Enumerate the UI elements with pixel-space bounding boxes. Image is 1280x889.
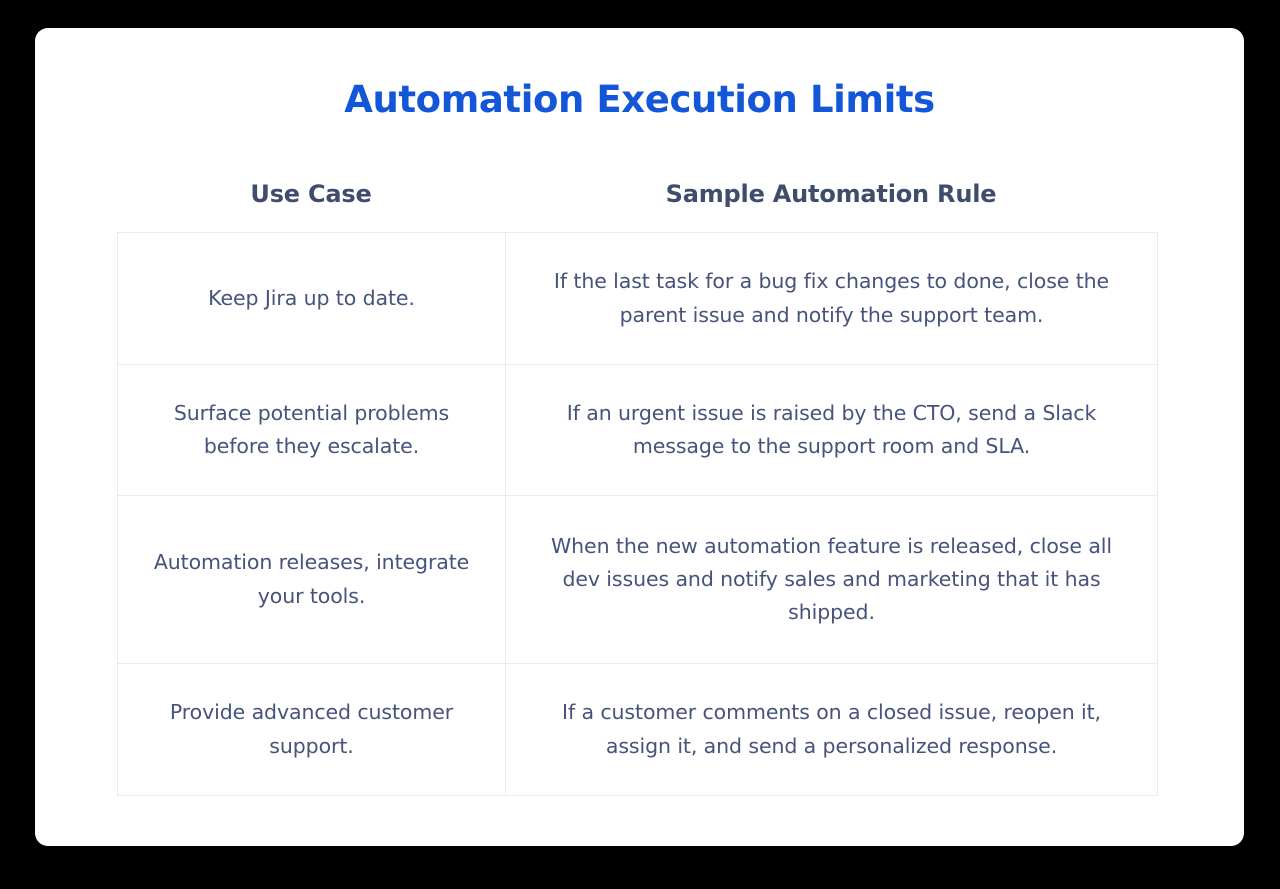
column-header-sample-automation-rule: Sample Automation Rule — [665, 180, 997, 208]
cell-sample-automation-rule: If a customer comments on a closed issue… — [505, 663, 1158, 796]
column-header-use-case: Use Case — [250, 180, 372, 208]
table-row: Automation releases, integrate your tool… — [117, 495, 1158, 664]
cell-sample-automation-rule: If the last task for a bug fix changes t… — [505, 232, 1158, 365]
table-row: Keep Jira up to date. If the last task f… — [117, 232, 1158, 365]
table-row: Surface potential problems before they e… — [117, 364, 1158, 496]
table-body: Keep Jira up to date. If the last task f… — [117, 232, 1158, 796]
cell-use-case: Provide advanced customer support. — [117, 663, 506, 796]
automation-limits-table: Keep Jira up to date. If the last task f… — [117, 232, 1158, 796]
content-card: Automation Execution Limits Use Case Sam… — [35, 28, 1244, 846]
page-title: Automation Execution Limits — [344, 78, 935, 121]
cell-use-case: Automation releases, integrate your tool… — [117, 495, 506, 664]
cell-sample-automation-rule: When the new automation feature is relea… — [505, 495, 1158, 664]
cell-use-case: Surface potential problems before they e… — [117, 364, 506, 496]
table-row: Provide advanced customer support. If a … — [117, 663, 1158, 796]
table-header-row: Use Case Sample Automation Rule — [117, 180, 1157, 208]
cell-use-case: Keep Jira up to date. — [117, 232, 506, 365]
cell-sample-automation-rule: If an urgent issue is raised by the CTO,… — [505, 364, 1158, 496]
